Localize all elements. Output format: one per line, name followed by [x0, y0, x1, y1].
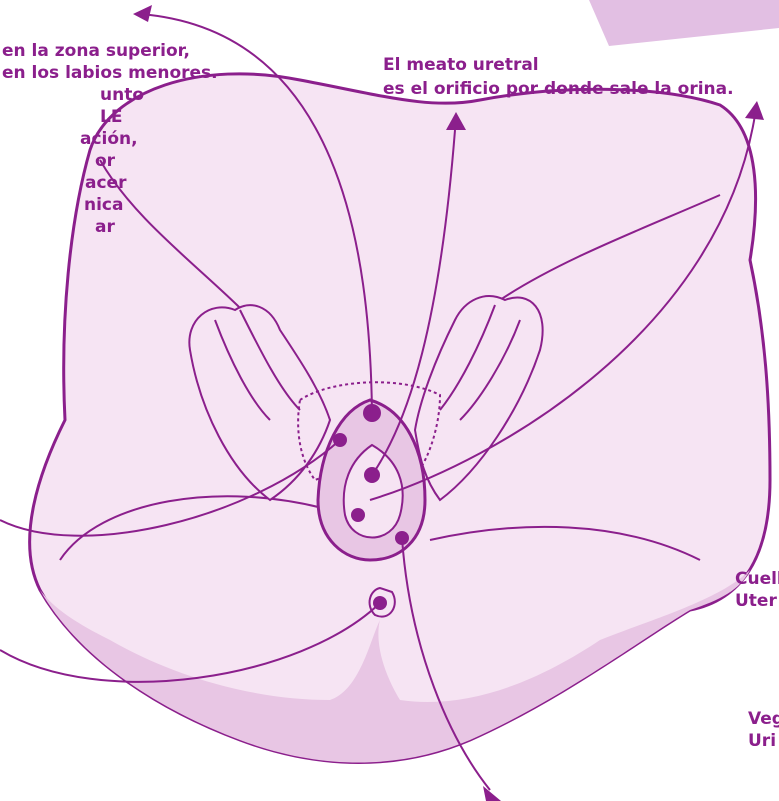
marker-vagina	[351, 508, 365, 522]
label-clitoris-line-8: nica	[84, 194, 123, 216]
label-right-partial-4: Uri	[748, 730, 776, 752]
label-right-partial-3: Veg	[748, 708, 779, 730]
label-clitoris-line-1: en la zona superior,	[2, 40, 190, 62]
label-right-partial-2: Uter	[735, 590, 777, 612]
label-meatus-desc: es el orificio por donde sale la orina.	[383, 78, 734, 100]
label-clitoris-line-3: unto	[100, 84, 144, 106]
label-meatus-title: El meato uretral	[383, 54, 539, 76]
arrowhead-right	[745, 101, 764, 120]
label-clitoris-line-6: or	[95, 150, 115, 172]
label-clitoris-line-2: en los labios menores.	[2, 62, 218, 84]
label-clitoris-line-9: ar	[95, 216, 115, 238]
arrowhead-bottom	[483, 786, 501, 801]
label-clitoris-line-7: acer	[85, 172, 126, 194]
label-clitoris-line-4: LE	[100, 106, 122, 128]
label-right-partial-1: Cuell	[735, 568, 779, 590]
label-clitoris-line-5: ación,	[80, 128, 138, 150]
arrowhead-top-left	[133, 5, 152, 22]
